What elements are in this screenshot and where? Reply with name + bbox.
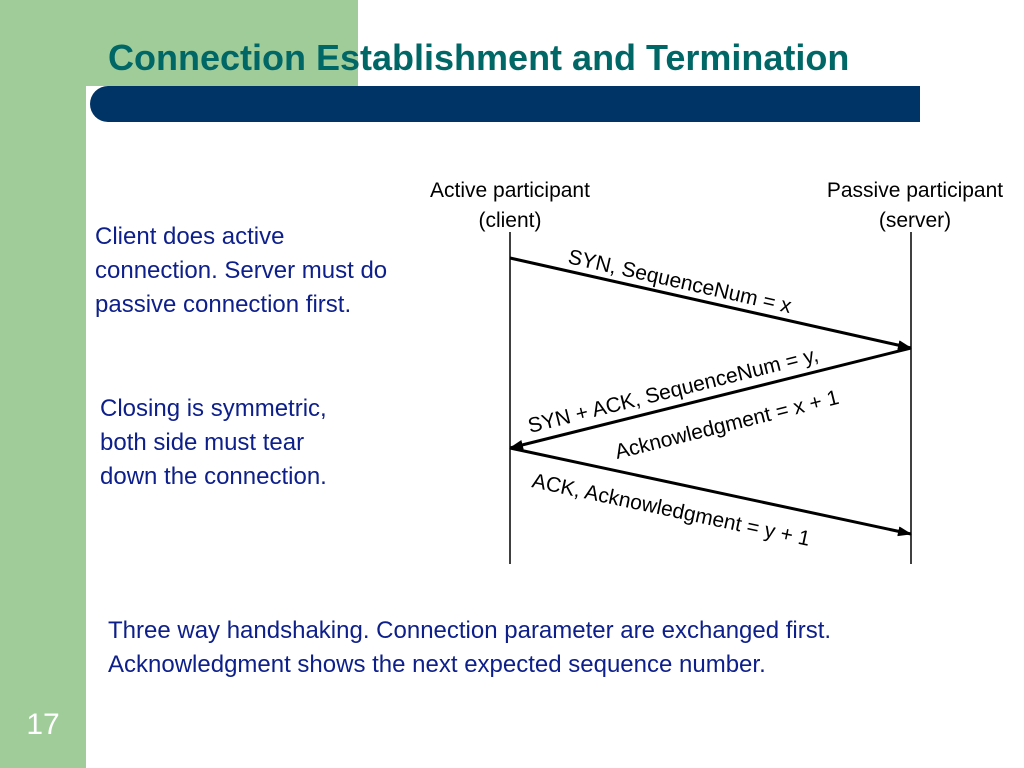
passive-participant-label: Passive participant bbox=[827, 179, 1003, 202]
syn-message: SYN, SequenceNum = x bbox=[566, 245, 794, 318]
closing-note: Closing is symmetric, both side must tea… bbox=[100, 392, 327, 494]
client-note: Client does active connection. Server mu… bbox=[95, 220, 387, 322]
slide-title: Connection Establishment and Termination bbox=[108, 37, 850, 78]
content-corner bbox=[86, 122, 126, 162]
active-participant-label: Active participant bbox=[430, 179, 590, 202]
green-side-bar bbox=[0, 0, 86, 768]
summary-line: Three way handshaking. Connection parame… bbox=[108, 617, 832, 644]
passive-participant-role: (server) bbox=[879, 209, 951, 232]
client-note-line: Client does active bbox=[95, 223, 285, 250]
ack-arrow bbox=[509, 446, 912, 537]
syn-arrow bbox=[509, 256, 912, 351]
summary-line: Acknowledgment shows the next expected s… bbox=[108, 651, 766, 678]
syn-ack-arrow bbox=[509, 346, 912, 450]
closing-note-line: Closing is symmetric, bbox=[100, 395, 327, 422]
closing-note-line: down the connection. bbox=[100, 463, 327, 490]
client-note-line: connection. Server must do bbox=[95, 257, 388, 284]
active-participant-role: (client) bbox=[478, 209, 541, 232]
handshake-summary: Three way handshaking. Connection parame… bbox=[108, 614, 831, 682]
title-underline-bar bbox=[90, 86, 920, 122]
slide-number: 17 bbox=[26, 708, 60, 741]
client-note-line: passive connection first. bbox=[95, 291, 352, 318]
closing-note-line: both side must tear bbox=[100, 429, 305, 456]
